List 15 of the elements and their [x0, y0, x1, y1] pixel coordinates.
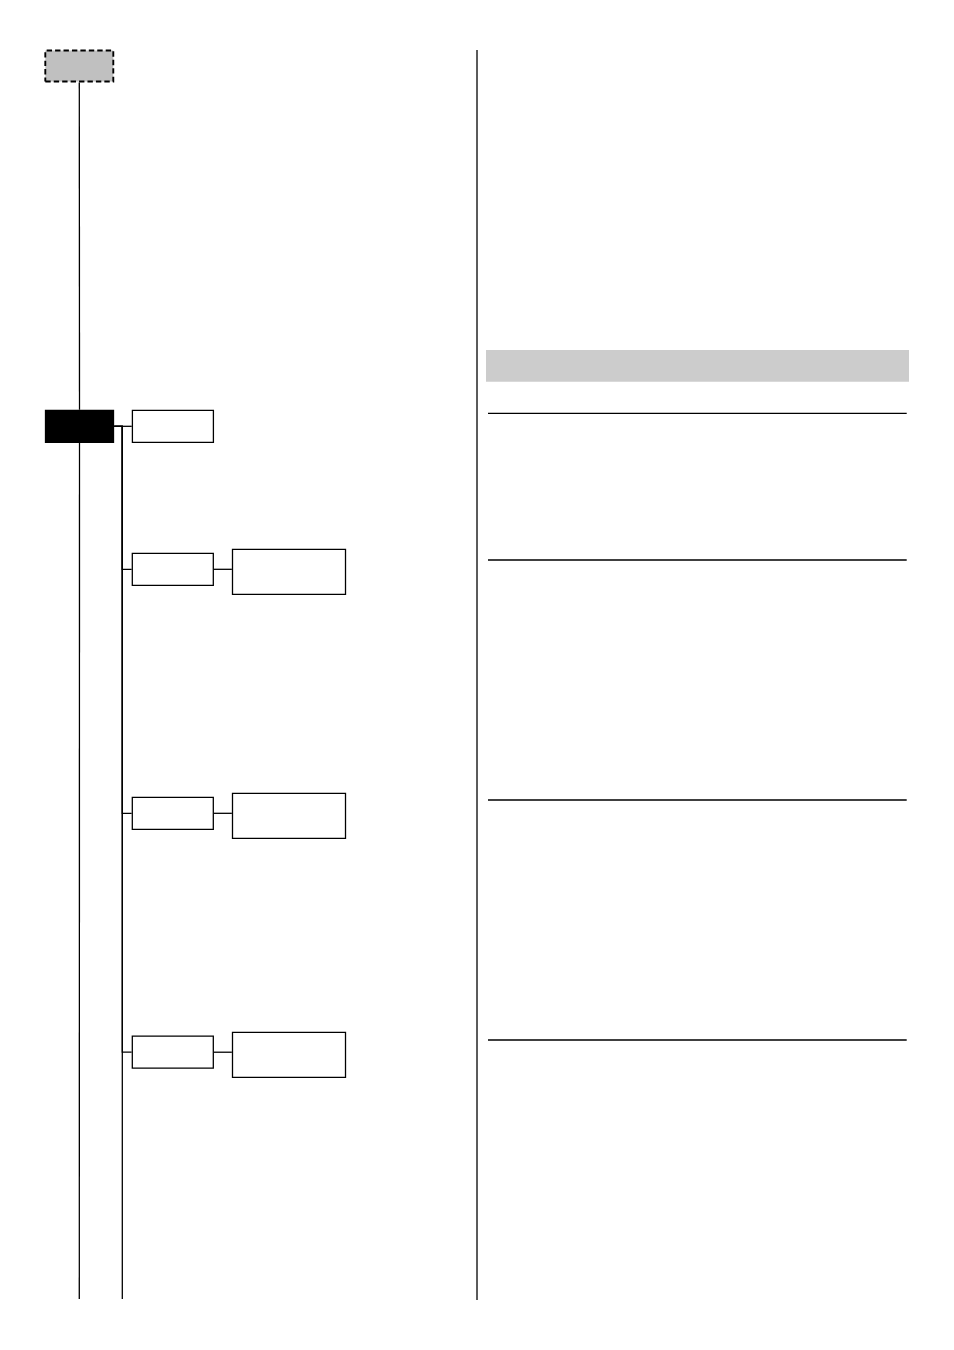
branch-box [131, 1035, 214, 1069]
branch-box [131, 796, 214, 830]
branch-box [131, 409, 215, 443]
detail-box [231, 548, 347, 595]
connector-line [213, 568, 233, 570]
filled-box [44, 409, 115, 443]
branch-box [131, 552, 214, 586]
detail-box [231, 792, 347, 839]
timeline-line [78, 442, 81, 1300]
detail-box [231, 1031, 347, 1078]
dashed-box [44, 49, 115, 83]
timeline-line [113, 425, 123, 1300]
connector-line [213, 1051, 233, 1053]
connector-line [78, 81, 81, 411]
connector-line [213, 812, 233, 814]
